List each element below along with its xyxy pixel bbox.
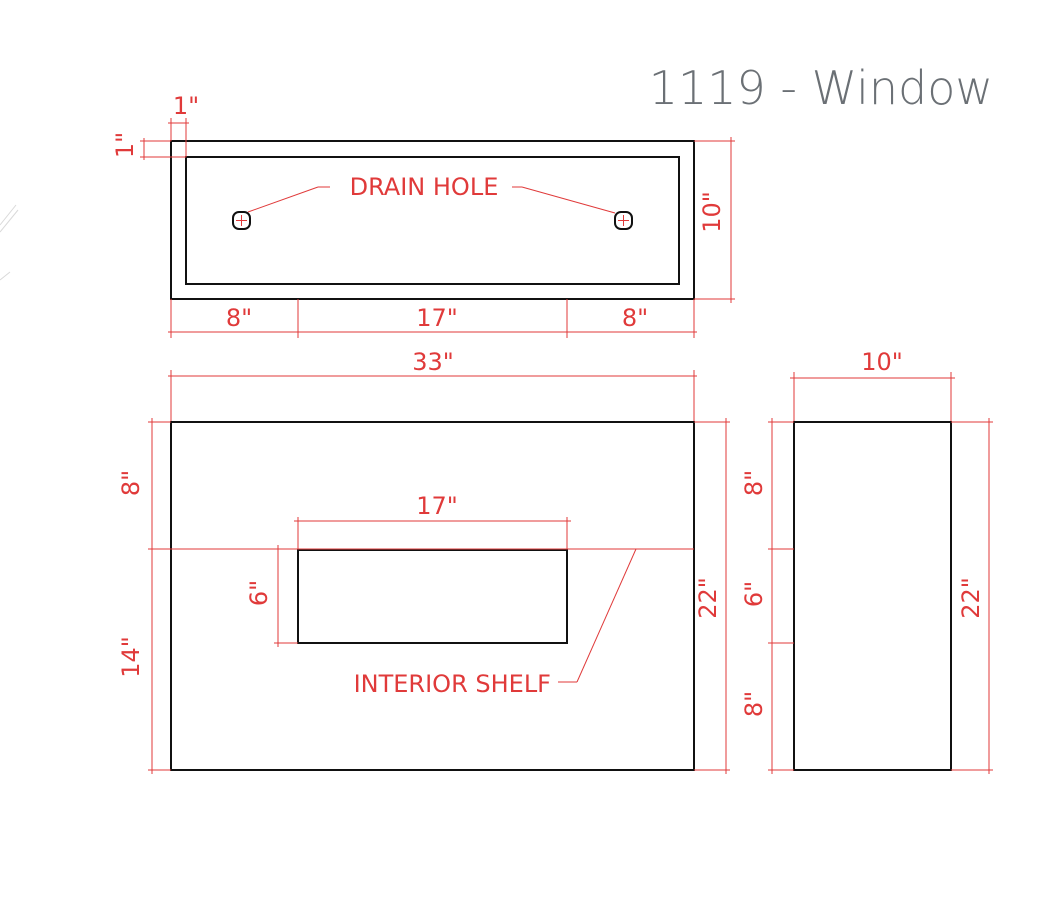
dim-front-top-height: 8" [117,470,145,496]
top-view-dimension-lines [140,118,735,338]
dim-side-middle-height: 6" [740,581,768,607]
dim-side-width: 10" [861,348,903,376]
dim-side-bottom-height: 8" [740,691,768,717]
interior-shelf-label: INTERIOR SHELF [354,670,551,698]
front-view-outline [170,421,695,771]
dim-wall-depth: 1" [111,132,139,158]
dim-side-top-height: 8" [740,470,768,496]
front-length-dimension [168,370,697,421]
drain-hole-leaders [247,186,616,214]
dim-right-offset: 8" [622,304,648,332]
front-view: 33" 8" 14" 6" [117,348,730,774]
top-view-outer-outline [170,140,695,300]
dim-front-overall-height: 22" [694,577,722,619]
dim-wall-width: 1" [173,92,199,120]
side-view-outline [793,421,952,771]
front-view-dimension-lines [148,418,730,774]
dim-center-span: 17" [416,304,458,332]
drawing-title: 1119 - Window [649,61,993,115]
drain-hole-label: DRAIN HOLE [350,173,499,201]
dim-shelf-width: 17" [416,492,458,520]
side-width-dimension [790,372,955,421]
side-view: 10" 8" 6" 8" 22" [740,348,993,774]
dim-top-depth: 10" [698,191,726,233]
top-view: DRAIN HOLE 1" 1" 10" 8" 17" 8" [111,92,735,338]
dim-front-bottom-height: 14" [117,636,145,678]
dim-left-offset: 8" [226,304,252,332]
dim-side-overall-height: 22" [957,577,985,619]
drain-hole-right [614,211,633,230]
top-view-inner-outline [185,156,680,285]
ghost-marks [0,204,19,281]
drain-hole-left [232,211,251,230]
dim-shelf-height: 6" [245,580,273,606]
dim-overall-length: 33" [412,348,454,376]
side-view-dimension-lines [768,418,993,774]
interior-shelf-opening [297,549,568,644]
